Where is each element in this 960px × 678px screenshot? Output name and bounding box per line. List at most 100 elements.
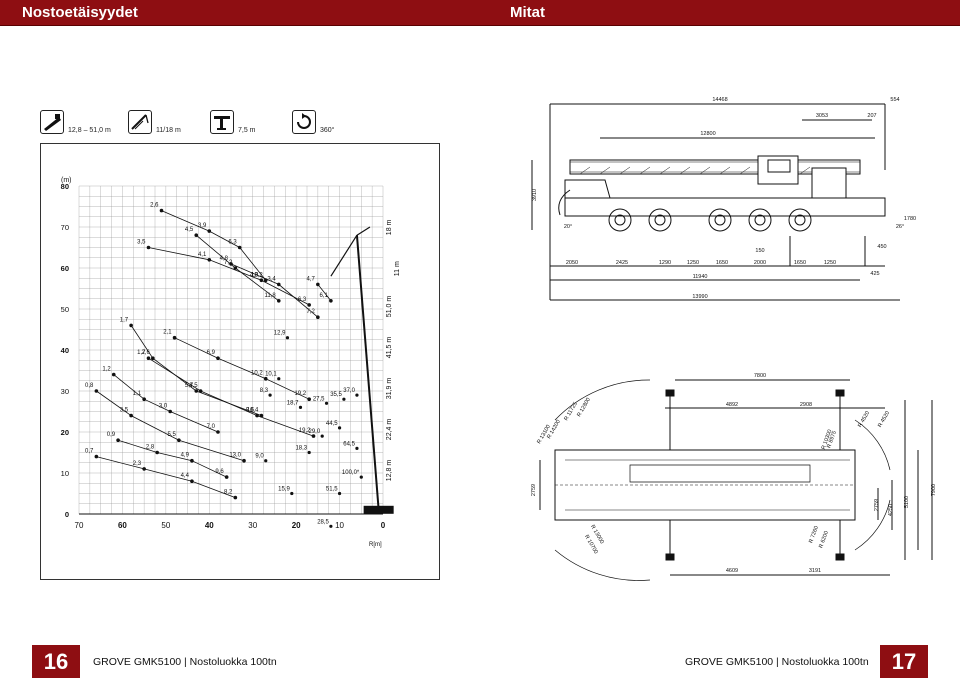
data-point [224,475,229,479]
data-label: 1,7 [137,350,146,356]
data-point [264,459,268,463]
data-point [129,323,133,328]
series-curve [161,210,267,281]
data-point [168,409,172,414]
data-label: 37,0 [343,388,355,394]
x-tick-label: 10 [335,521,344,530]
data-label: 10,1 [265,372,277,378]
header-bar: Nostoetäisyydet Mitat [0,0,960,26]
data-label: 6,1 [320,293,329,299]
data-point [194,233,199,237]
data-point [172,335,177,340]
data-label: 4,7 [307,276,316,282]
y-tick-label: 0 [65,510,69,519]
data-point [255,413,259,418]
x-tick-label: 40 [205,521,214,530]
data-point [111,372,116,377]
data-label: 8,2 [224,490,233,496]
data-label: 0,9 [107,432,116,438]
data-point [355,446,359,450]
data-point [316,315,320,319]
side-view-dimension: 1250 [824,260,836,266]
y-tick-label: 40 [61,346,69,355]
data-label: 18,7 [287,400,299,406]
data-point [233,266,238,270]
data-label: 4,5 [189,383,198,389]
data-point [276,282,281,287]
data-label: 15,9 [278,487,290,493]
series-curve [96,456,236,498]
data-point [129,413,133,418]
data-point [324,401,329,405]
side-view-dimension: 1780 [904,216,916,222]
side-view-dimension: 425 [870,271,879,277]
data-label: 51,5 [326,487,338,493]
data-label: 1,2 [102,367,111,373]
data-point [311,434,316,438]
top-view-dimension: 4892 [726,402,738,408]
spec-boom-length-label: 12,8 – 51,0 m [68,127,111,134]
spec-rotation-label: 360° [320,127,335,134]
data-label: 19,2 [299,428,311,434]
data-label: 2,6 [141,350,150,356]
data-point [94,389,99,393]
boom-length-label: 22,4 m [386,419,393,441]
data-label: 2,1 [163,330,172,336]
data-label: 8,6 [246,408,255,414]
top-view-dimension: 2908 [800,402,812,408]
data-label: 3,4 [267,276,276,282]
data-label: 0,8 [85,383,94,389]
side-view-dimension: 3910 [532,189,538,201]
data-point [190,479,194,484]
right-page-title: Mitat [510,4,545,21]
data-point [94,454,99,459]
data-point [146,356,151,360]
x-tick-label: 0 [381,521,386,530]
data-point [116,438,120,443]
series-curve [148,357,314,437]
data-label: 29,0 [309,429,321,435]
boom-length-label: 11 m [394,261,401,276]
side-view-dimension: 11940 [693,274,708,280]
data-label: 35,5 [330,392,342,398]
top-view-dimension: R 6200 [818,530,830,549]
boom-length-icon [40,110,64,134]
y-tick-label: 50 [61,305,69,314]
data-label: 2,3 [133,461,142,467]
crane-side-view [531,103,900,301]
side-view-dimension: 20° [564,224,572,230]
rotation-360-icon [292,110,316,134]
data-point [242,458,246,463]
data-point [263,376,268,381]
outrigger-icon [210,110,234,134]
data-point [198,389,203,393]
data-point [259,278,264,283]
y-tick-label: 30 [61,387,69,396]
top-view-dimension: 2759 [531,484,537,496]
data-point [155,450,159,455]
y-tick-label: 70 [61,223,69,232]
side-view-dimension: 2000 [754,260,766,266]
side-view-dimension: 1650 [716,260,728,266]
data-label: 7,2 [224,260,233,266]
boom-length-label: 41,5 m [386,337,393,359]
crane-top-view [539,379,933,581]
data-point [298,405,303,409]
data-point [142,397,146,401]
data-label: 28,5 [317,519,329,525]
x-tick-label: 60 [118,521,127,530]
data-label: 3,5 [120,408,129,414]
top-view-dimension: R 7260 [808,525,820,544]
y-tick-label: 10 [61,469,69,478]
data-label: 4,4 [181,473,190,479]
data-label: 6,3 [228,240,237,246]
series-curve [113,374,219,433]
data-label: 4,8 [220,256,229,262]
data-label: 0,7 [85,449,94,455]
data-point [177,438,181,443]
data-point [159,208,164,213]
data-point [355,393,359,397]
data-point [146,245,151,250]
